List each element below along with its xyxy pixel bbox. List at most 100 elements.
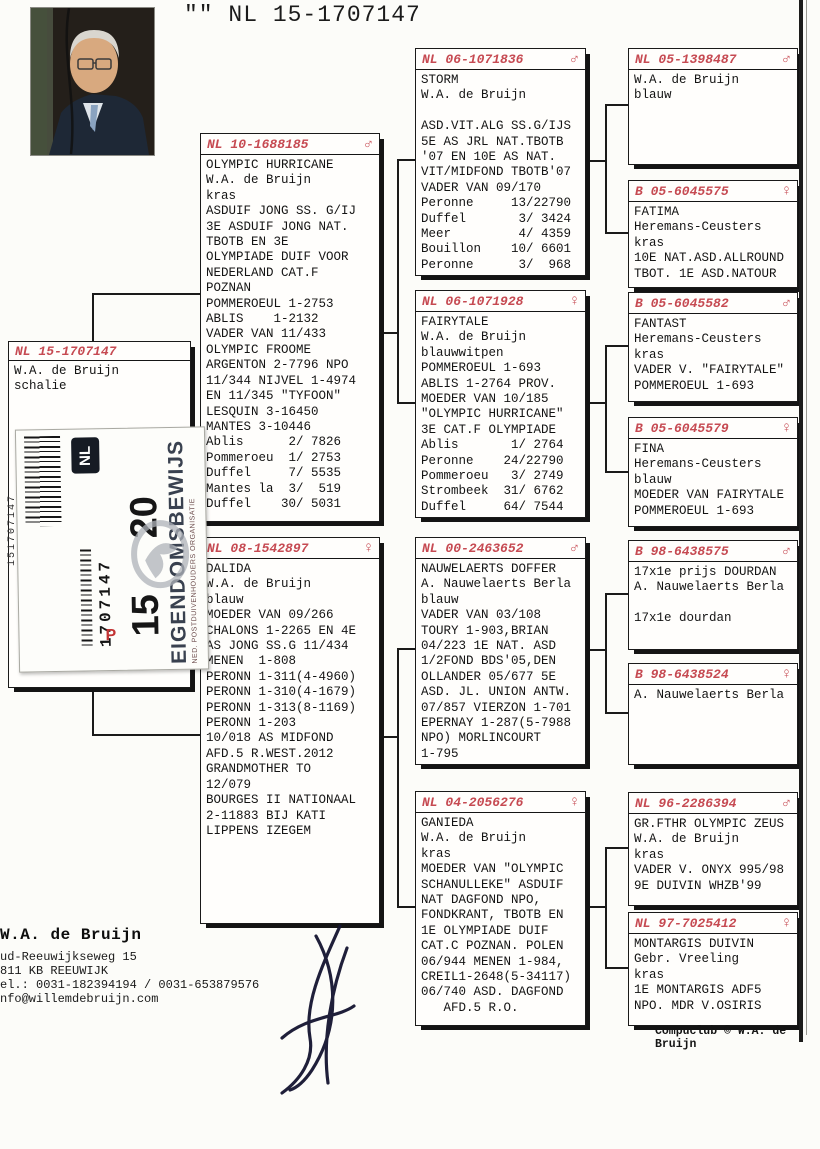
- pedigree-box-ggparent-8: NL 97-7025412 ♀ MONTARGIS DUIVIN Gebr. Vr…: [628, 912, 798, 1026]
- connector-line: [92, 734, 200, 736]
- barcode: [79, 549, 93, 650]
- pedigree-box-sire: NL 10-1688185♂ OLYMPIC HURRICANE W.A. de…: [200, 133, 380, 522]
- pigeon-details: 17x1e prijs DOURDAN A. Nauwelaerts Berla…: [634, 565, 785, 626]
- sex-symbol: ♀: [569, 293, 579, 310]
- sex-symbol: ♀: [781, 915, 791, 932]
- pedigree-box-ggparent-5: B 98-6438575♂ 17x1e prijs DOURDAN A. Nau…: [628, 540, 798, 650]
- pedigree-box-ggparent-2: B 05-6045575 ♀ FATIMA Heremans-Ceusters k…: [628, 180, 798, 288]
- connector-line: [92, 684, 94, 736]
- pigeon-details: FINA Heremans-Ceusters blauw MOEDER VAN …: [634, 442, 785, 518]
- sex-symbol: ♂: [569, 51, 579, 68]
- sex-symbol: ♂: [781, 51, 791, 68]
- credit-line: Compuclub © W.A. de Bruijn: [655, 1025, 787, 1051]
- owner-name: W.A. de Bruijn: [0, 926, 142, 944]
- owner-email: nfo@willemdebruijn.com: [0, 992, 159, 1006]
- connector-line: [92, 293, 200, 295]
- sex-symbol: ♂: [781, 795, 791, 812]
- card-country-code: NL: [76, 445, 95, 466]
- ring-number: NL 96-2286394: [635, 796, 737, 811]
- edge-ring-number: 151707147: [7, 493, 18, 566]
- connector-line: [605, 712, 628, 714]
- ring-number: B 05-6045575: [635, 184, 729, 199]
- ring-number: NL 04-2056276: [422, 795, 524, 810]
- pigeon-details: STORM W.A. de Bruijn ASD.VIT.ALG SS.G/IJ…: [421, 73, 572, 272]
- pedigree-box-ggparent-4: B 05-6045579 ♀ FINA Heremans-Ceusters bla…: [628, 417, 798, 527]
- pedigree-box-ggparent-3: B 05-6045582 ♂ FANTAST Heremans-Ceusters …: [628, 292, 798, 402]
- scan-edge-line: [799, 0, 803, 1042]
- connector-line: [605, 593, 628, 595]
- owner-phone: el.: 0031-182394194 / 0031-653879576: [0, 978, 260, 992]
- ring-number: NL 08-1542897: [207, 541, 309, 556]
- connector-line: [605, 104, 628, 106]
- owner-block: W.A. de Bruijn ud-Reeuwijkseweg 15 811 K…: [0, 926, 259, 1006]
- connector-line: [378, 332, 398, 334]
- pedigree-box-dam: NL 08-1542897 ♀ DALIDA W.A. de Bruijn bla…: [200, 537, 380, 924]
- connector-line: [397, 159, 415, 161]
- pigeon-details: W.A. de Bruijn schalie: [14, 364, 120, 394]
- ring-number: B 98-6438524: [635, 667, 729, 682]
- connector-line: [583, 649, 606, 651]
- page-title: "" NL 15-1707147: [184, 2, 421, 28]
- pigeon-details: W.A. de Bruijn blauw: [634, 73, 740, 103]
- connector-line: [605, 232, 628, 234]
- ring-number: B 05-6045582: [635, 296, 729, 311]
- barcode: [24, 435, 62, 527]
- pedigree-box-ggparent-6: B 98-6438524 ♀ A. Nauwelaerts Berla: [628, 663, 798, 765]
- npo-emblem: [131, 520, 190, 589]
- connector-line: [378, 736, 398, 738]
- connector-line: [397, 402, 415, 404]
- sex-symbol: ♀: [363, 540, 373, 557]
- sex-symbol: ♀: [569, 794, 579, 811]
- sex-symbol: ♀: [781, 666, 791, 683]
- ring-number: NL 15-1707147: [15, 344, 117, 359]
- pedigree-box-ggparent-7: NL 96-2286394 ♂ GR.FTHR OLYMPIC ZEUS W.A.…: [628, 792, 798, 906]
- ring-number: NL 97-7025412: [635, 916, 737, 931]
- ring-number: NL 06-1071928: [422, 294, 524, 309]
- pigeon-details: A. Nauwelaerts Berla: [634, 688, 785, 702]
- owner-address-line: 811 KB REEUWIJK: [0, 964, 109, 978]
- connector-line: [605, 104, 607, 234]
- npo-p-logo: P: [105, 626, 117, 645]
- sex-symbol: ♂: [569, 540, 579, 557]
- signature: [280, 924, 356, 1095]
- sex-symbol: ♀: [781, 420, 791, 437]
- pedigree-box-ggparent-1: NL 05-1398487♂ W.A. de Bruijn blauw: [628, 48, 798, 165]
- pigeon-details: FATIMA Heremans-Ceusters kras 10E NAT.AS…: [634, 205, 785, 281]
- pigeon-details: MONTARGIS DUIVIN Gebr. Vreeling kras 1E …: [634, 937, 762, 1013]
- pen-stroke: [65, 8, 74, 155]
- owner-address-line: ud-Reeuwijkseweg 15: [0, 950, 137, 964]
- connector-line: [397, 160, 399, 404]
- scan-edge-line: [806, 0, 807, 1035]
- ownership-card: EIGENDOMSBEWIJS NED. POSTDUIVENHOUDERS O…: [14, 426, 210, 673]
- pigeon-details: NAUWELAERTS DOFFER A. Nauwelaerts Berla …: [421, 562, 572, 761]
- connector-line: [605, 345, 628, 347]
- pigeon-details: FAIRYTALE W.A. de Bruijn blauwwitpen POM…: [421, 315, 564, 514]
- card-org: NED. POSTDUIVENHOUDERS ORGANISATIE: [189, 498, 200, 664]
- connector-line: [583, 160, 606, 162]
- ring-number: B 98-6438575: [635, 544, 729, 559]
- ring-number: B 05-6045579: [635, 421, 729, 436]
- connector-line: [92, 293, 94, 343]
- connector-line: [605, 967, 628, 969]
- pedigree-box-granddam-maternal: NL 04-2056276 ♀ GANIEDA W.A. de Bruijn kr…: [415, 791, 586, 1026]
- pigeon-details: DALIDA W.A. de Bruijn blauw MOEDER VAN 0…: [206, 562, 357, 838]
- sex-symbol: ♀: [781, 183, 791, 200]
- sex-symbol: ♂: [781, 295, 791, 312]
- connector-line: [605, 847, 628, 849]
- connector-line: [583, 402, 606, 404]
- pigeon-details: OLYMPIC HURRICANE W.A. de Bruijn kras AS…: [206, 158, 357, 511]
- pigeon-details: GANIEDA W.A. de Bruijn kras MOEDER VAN "…: [421, 816, 572, 1015]
- owner-photo: [30, 7, 155, 156]
- connector-line: [605, 847, 607, 969]
- pedigree-box-grandsire-maternal: NL 00-2463652 ♂ NAUWELAERTS DOFFER A. Nau…: [415, 537, 586, 765]
- connector-line: [605, 593, 607, 714]
- pedigree-box-granddam-paternal: NL 06-1071928 ♀ FAIRYTALE W.A. de Bruijn …: [415, 290, 586, 518]
- ring-number: NL 06-1071836: [422, 52, 524, 67]
- connector-line: [397, 906, 415, 908]
- ring-number: NL 10-1688185: [207, 137, 309, 152]
- ring-number: NL 00-2463652: [422, 541, 524, 556]
- pedigree-box-grandsire-paternal: NL 06-1071836 ♂ STORM W.A. de Bruijn ASD.…: [415, 48, 586, 276]
- pigeon-details: FANTAST Heremans-Ceusters kras VADER V. …: [634, 317, 785, 393]
- pigeon-details: GR.FTHR OLYMPIC ZEUS W.A. de Bruijn kras…: [634, 817, 785, 893]
